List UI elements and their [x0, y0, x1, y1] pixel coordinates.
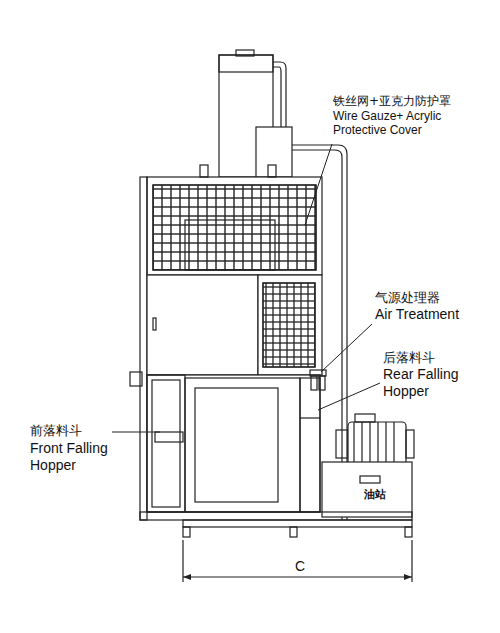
callout-label: Wire Gauze+ Acrylic Protective Cover	[333, 109, 463, 138]
dimension-label: C	[290, 558, 310, 575]
callout-label: Rear Falling Hopper	[383, 366, 488, 400]
callout-label: Air Treatment	[375, 306, 495, 323]
callout-label: 铁丝网+亚克力防护罩	[333, 94, 493, 108]
callout-label: 前落料斗	[30, 423, 130, 439]
tank-label: 油站	[355, 488, 395, 501]
callout-label: Front Falling Hopper	[30, 440, 130, 474]
callout-label: 后落料斗	[383, 350, 493, 366]
callout-label: 气源处理器	[375, 290, 495, 306]
